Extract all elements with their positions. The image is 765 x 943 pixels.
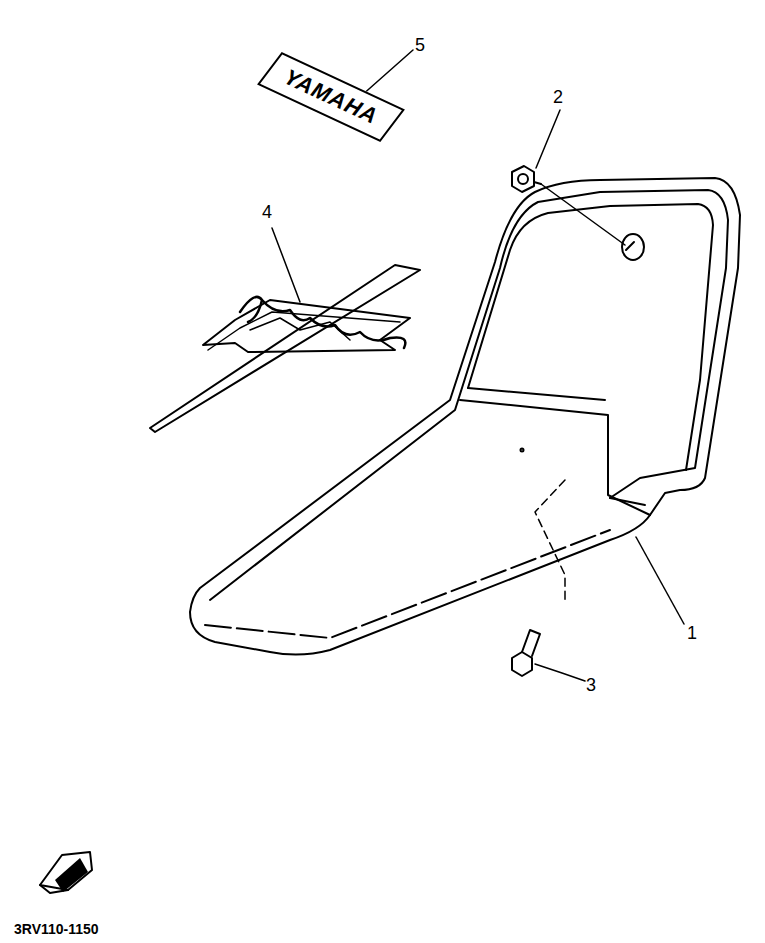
callout-number: 3 (586, 676, 596, 694)
callout-number: 1 (687, 624, 697, 642)
emblem-text: YAMAHA (277, 65, 384, 129)
callout-number: 4 (262, 203, 272, 221)
emblem-decal: YAMAHA (257, 52, 405, 142)
figure-code: 3RV110-1150 (14, 922, 99, 936)
callout-number: 5 (415, 36, 425, 54)
callout-number: 2 (553, 88, 563, 106)
